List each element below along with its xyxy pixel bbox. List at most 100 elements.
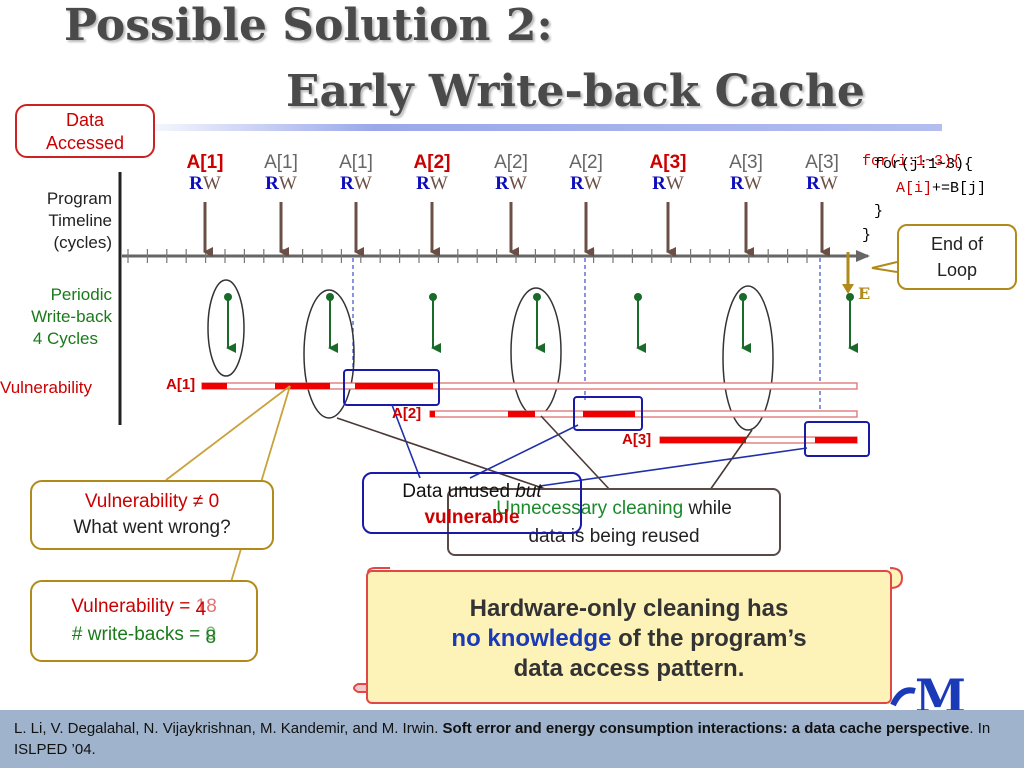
write-marker: W — [353, 173, 372, 194]
code-block: for(i:1~3){ — [862, 130, 961, 172]
access-label: A[3] — [649, 152, 687, 173]
bar-a3-1 — [660, 437, 746, 443]
access-column-9: A[3]RW — [792, 152, 852, 194]
unused-text: Data unused — [402, 481, 516, 502]
unused-highlight-boxes — [343, 369, 870, 457]
unused-line-1: Data unused but — [364, 479, 580, 505]
read-write-marker: RW — [326, 174, 386, 194]
data-unused-callout: Data unused but vulnerable — [362, 472, 582, 534]
write-marker: W — [743, 173, 762, 194]
writeback-arrows — [224, 293, 858, 353]
conclusion-scroll: Hardware-only cleaning has no knowledge … — [366, 570, 892, 704]
read-write-marker: RW — [716, 174, 776, 194]
access-column-1: A[1]RW — [175, 152, 235, 194]
footer-citation: L. Li, V. Degalahal, N. Vijaykrishnan, M… — [0, 710, 1024, 768]
access-arrows — [203, 202, 830, 257]
timeline-label-2: Timeline — [48, 211, 112, 230]
write-marker: W — [278, 173, 297, 194]
code-line-1: for(i:1~3){ — [862, 153, 962, 170]
read-write-marker: RW — [638, 174, 698, 194]
vulnerability-label: Vulnerability — [0, 378, 92, 397]
write-marker: W — [583, 173, 602, 194]
bar-a2-2 — [508, 411, 535, 417]
periodic-label-2: Write-back — [31, 307, 112, 326]
writeback-dot-5 — [634, 293, 642, 301]
timeline-label: Program Timeline (cycles) — [0, 188, 112, 254]
vulnerability-question-callout: Vulnerability ≠ 0 What went wrong? — [30, 480, 274, 550]
write-marker: W — [202, 173, 221, 194]
unnecessary-connector-2 — [540, 415, 611, 491]
periodic-label-3: 4 Cycles — [32, 329, 98, 348]
read-marker: R — [265, 173, 279, 194]
writeback-dot-2 — [326, 293, 334, 301]
box-a1 — [343, 369, 440, 406]
writeback-dot-6 — [739, 293, 747, 301]
access-column-6: A[2]RW — [556, 152, 616, 194]
end-marker-head — [842, 284, 854, 294]
vuln-connector-1 — [165, 385, 291, 481]
code-line-3: A[i]+=B[j] — [896, 178, 986, 199]
scroll-line-1: Hardware-only cleaning has — [469, 595, 789, 622]
code-line-2: for(j:1~3){ — [874, 156, 974, 173]
read-marker: R — [495, 173, 509, 194]
vuln-count-prefix: Vulnerability = — [71, 596, 196, 617]
writebacks-new: 8 — [205, 627, 217, 648]
write-marker: W — [508, 173, 527, 194]
read-marker: R — [340, 173, 354, 194]
scroll-line-3: data access pattern. — [513, 655, 745, 682]
title-underline — [130, 124, 942, 131]
writebacks-prefix: # write-backs = — [71, 624, 206, 645]
unnecessary-line-1: Unnecessary cleaning while — [449, 495, 779, 523]
access-column-4: A[2]RW — [402, 152, 462, 194]
access-label: A[2] — [494, 152, 528, 173]
timeline-label-1: Program — [46, 189, 112, 208]
logo-swoosh-icon — [890, 687, 916, 707]
access-label: A[3] — [729, 152, 763, 173]
vuln-count-old: 18 — [195, 596, 217, 617]
scroll-curl-right — [889, 567, 904, 589]
unnecessary-connectors — [336, 415, 753, 495]
scroll-emphasis: no knowledge — [451, 625, 612, 652]
access-label: A[3] — [805, 152, 839, 173]
code-line-5: } — [862, 227, 872, 244]
read-marker: R — [730, 173, 744, 194]
unnecessary-line-2: data is being reused — [528, 526, 700, 547]
scroll-line-2: no knowledge of the program’s — [368, 624, 890, 654]
vuln-callout-line-2: What went wrong? — [73, 517, 231, 538]
read-write-marker: RW — [481, 174, 541, 194]
bar-a1-1 — [202, 383, 227, 389]
citation-paper: Soft error and energy consumption intera… — [442, 720, 970, 737]
bar-a3-2 — [815, 437, 857, 443]
writeback-dot-3 — [429, 293, 437, 301]
access-label: A[1] — [339, 152, 373, 173]
code-op: +=B[j] — [932, 180, 987, 197]
access-column-7: A[3]RW — [638, 152, 698, 194]
read-marker: R — [416, 173, 430, 194]
access-column-8: A[3]RW — [716, 152, 776, 194]
unused-connector-2 — [469, 424, 579, 479]
writeback-dot-4 — [533, 293, 541, 301]
periodic-label-1: Periodic — [50, 285, 112, 304]
vuln-count-new: 4 — [195, 599, 207, 620]
end-of-loop-callout: End of Loop — [897, 224, 1017, 290]
citation-authors: L. Li, V. Degalahal, N. Vijaykrishnan, M… — [14, 720, 443, 737]
read-marker: R — [570, 173, 584, 194]
bar-a2-3 — [583, 411, 635, 417]
write-marker: W — [665, 173, 684, 194]
unnecessary-connector-3 — [709, 429, 753, 491]
bar-label-a1: A[1] — [166, 376, 196, 393]
timeline-label-3: (cycles) — [53, 233, 112, 252]
writeback-dot-7 — [846, 293, 854, 301]
read-write-marker: RW — [556, 174, 616, 194]
data-accessed-callout: Data Accessed — [15, 104, 155, 158]
box-a2 — [573, 396, 643, 431]
bar-a1-2 — [275, 383, 330, 389]
access-column-2: A[1]RW — [251, 152, 311, 194]
vuln-callout-line-1: Vulnerability ≠ 0 — [84, 491, 220, 512]
read-write-marker: RW — [402, 174, 462, 194]
scroll-line-2-rest: of the program’s — [611, 625, 807, 652]
